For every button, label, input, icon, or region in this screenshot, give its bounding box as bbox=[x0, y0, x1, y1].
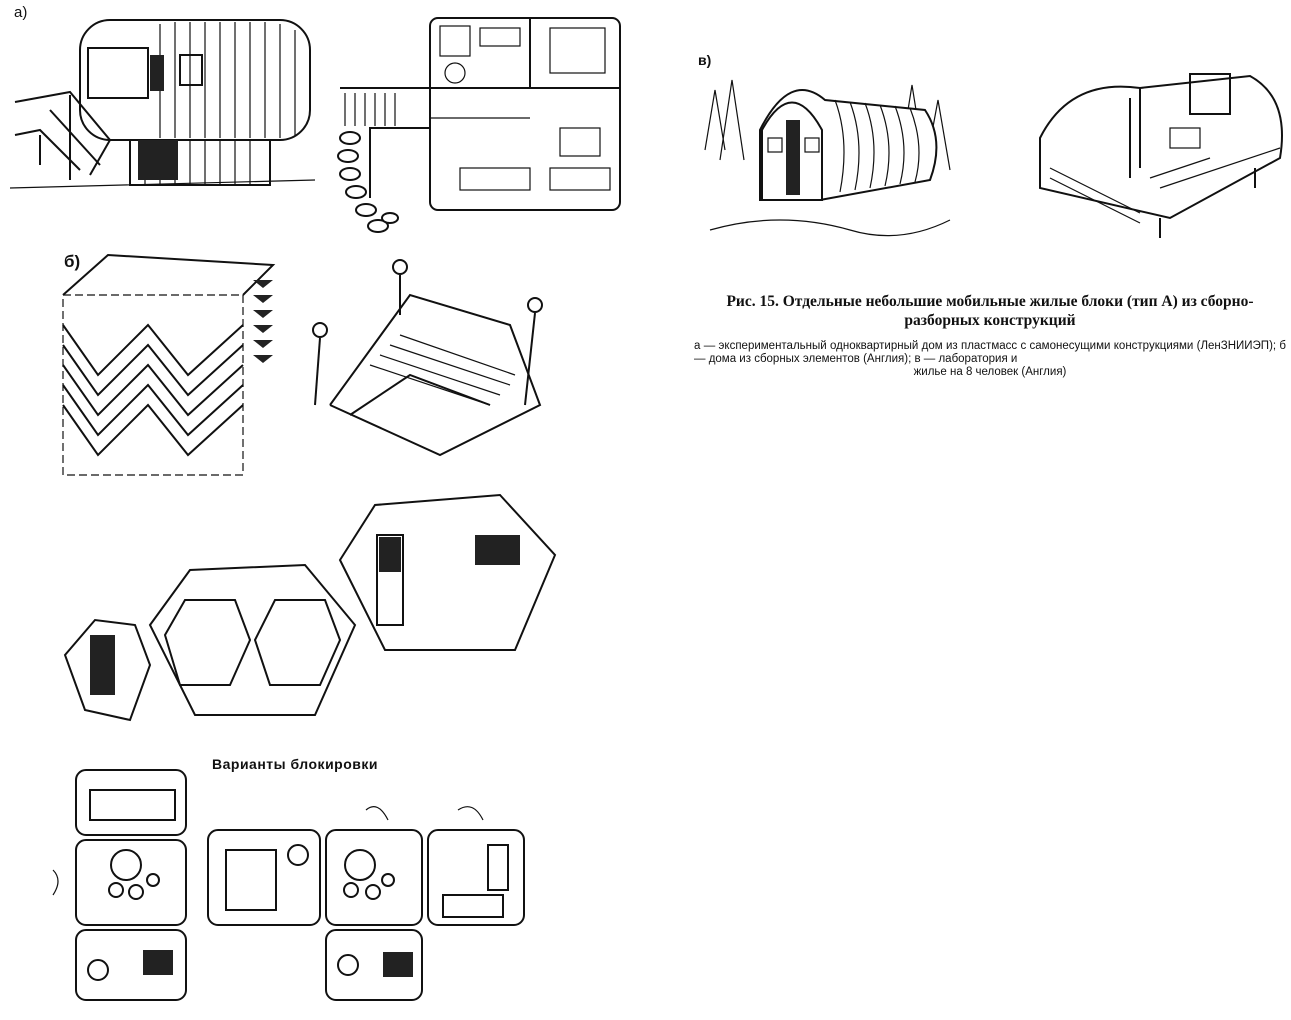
figure-legend-continued: жилье на 8 человек (Англия) bbox=[913, 366, 1067, 378]
house-perspective-drawing bbox=[9, 19, 316, 189]
panel-b-label: б) bbox=[64, 252, 81, 271]
house-floor-plan bbox=[337, 17, 621, 233]
panel-a-label: а) bbox=[14, 4, 28, 21]
stacked-shells-drawing bbox=[62, 253, 276, 476]
shell-assembly-drawing bbox=[312, 259, 543, 457]
panel-v-label: в) bbox=[698, 52, 712, 68]
figure-legend: а — экспериментальный одноквартирный дом… bbox=[694, 340, 1286, 365]
blocking-variants-heading: Варианты блокировки bbox=[212, 756, 378, 772]
blocking-variants-plans bbox=[52, 769, 525, 1001]
figure-caption: Рис. 15. Отдельные небольшие мобильные ж… bbox=[726, 293, 1254, 329]
barrel-house-drawing bbox=[704, 79, 951, 237]
barrel-cutaway-drawing bbox=[1039, 73, 1283, 238]
assembled-modules-drawing bbox=[63, 493, 557, 722]
